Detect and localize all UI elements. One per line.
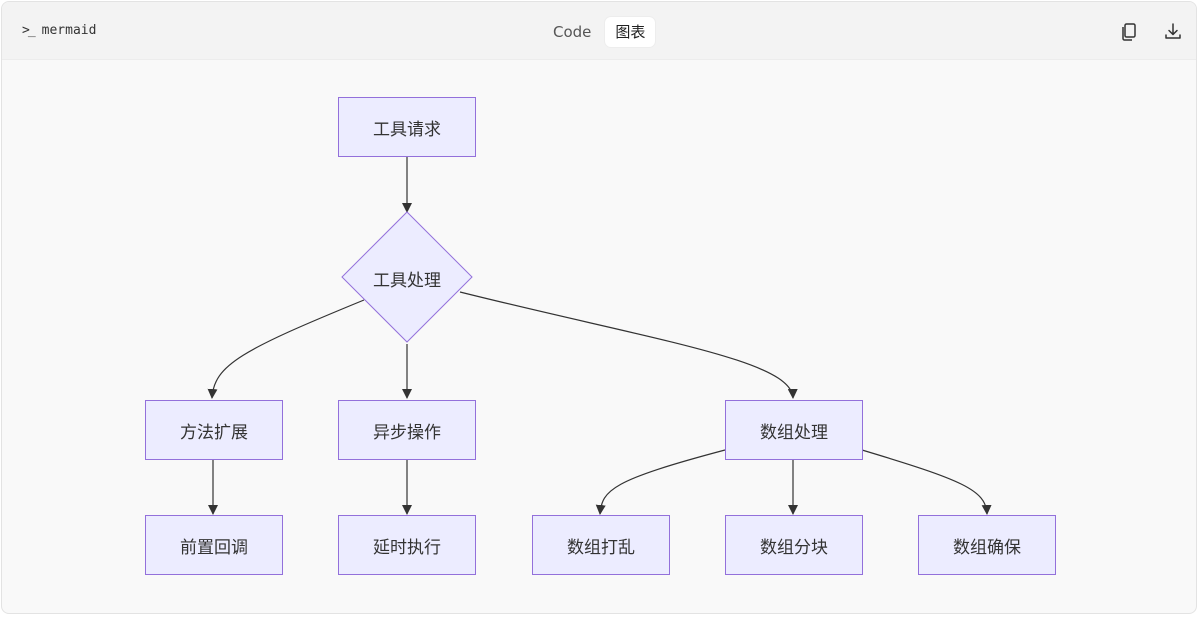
decision-node-shape	[341, 211, 473, 343]
node-tool-handling-label: 工具处理	[373, 270, 441, 291]
copy-button[interactable]	[1117, 19, 1141, 43]
language-label: mermaid	[41, 23, 97, 38]
node-array-shuffle: 数组打乱	[532, 515, 670, 575]
node-array-ensure: 数组确保	[918, 515, 1056, 575]
node-async-operation: 异步操作	[338, 400, 476, 460]
node-array-chunk: 数组分块	[725, 515, 863, 575]
edge-array-to-ensure	[861, 449, 992, 515]
edge-handling-to-method	[207, 299, 365, 399]
diagram-canvas: 工具请求 工具处理 方法扩展 异步操作 数组处理 前置回调 延时执行 数组打乱 …	[2, 60, 1196, 613]
view-tabs: Code 图表	[543, 17, 656, 47]
tab-code[interactable]: Code	[553, 23, 592, 41]
node-delayed-execution: 延时执行	[338, 515, 476, 575]
copy-icon	[1122, 23, 1136, 41]
node-pre-callback: 前置回调	[145, 515, 283, 575]
tab-diagram[interactable]: 图表	[605, 17, 656, 47]
language-label-group: >_ mermaid	[22, 23, 96, 38]
node-array-processing: 数组处理	[725, 400, 863, 460]
download-icon	[1165, 23, 1181, 39]
edge-array-to-shuffle	[595, 449, 726, 515]
node-method-extension: 方法扩展	[145, 400, 283, 460]
download-button[interactable]	[1161, 19, 1185, 43]
node-tool-request: 工具请求	[338, 97, 476, 157]
code-block-toolbar: >_ mermaid Code 图表	[2, 2, 1196, 60]
terminal-prompt-icon: >_	[22, 23, 36, 38]
edge-handling-to-array	[459, 291, 798, 399]
diagram-edges	[207, 157, 992, 515]
